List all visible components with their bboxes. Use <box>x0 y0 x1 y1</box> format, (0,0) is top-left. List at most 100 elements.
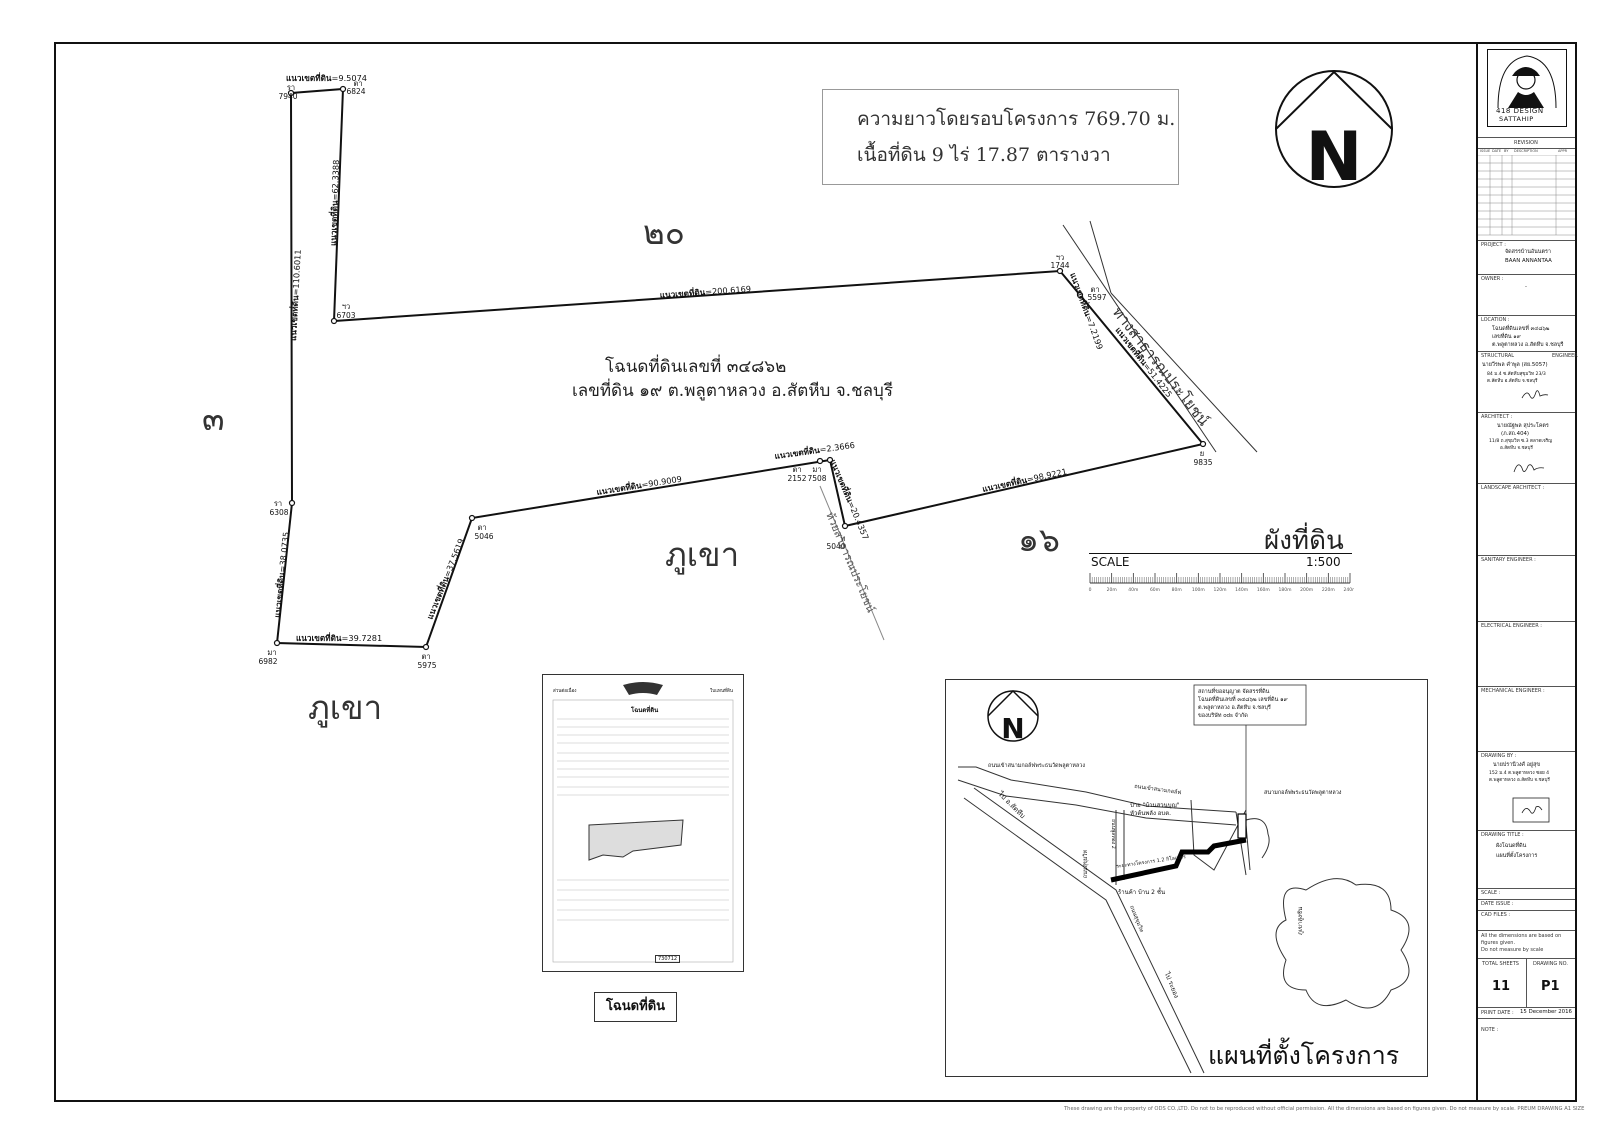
print-date-label: PRINT DATE : <box>1481 1010 1514 1016</box>
scale-field-label: SCALE : <box>1481 890 1501 896</box>
marker-num: 6982 <box>258 657 277 666</box>
revision-col: APPR <box>1558 149 1568 153</box>
note-label: NOTE : <box>1481 1027 1499 1033</box>
scale-tick-label: 240m <box>1344 587 1354 593</box>
neighbor-south-lower: ภูเขา <box>308 688 383 727</box>
golf-edge <box>1245 818 1270 859</box>
scale-tick-label: 40m <box>1128 587 1138 593</box>
perimeter-text: ความยาวโดยรอบโครงการ 769.70 ม. <box>857 108 1176 130</box>
marker-code: มา <box>267 648 276 657</box>
neighbor-north: ๒๐ <box>643 213 685 252</box>
site-plan: รา 7940 ตา 6824 ฯว 6703 ฯว 1744 ตา 5597 … <box>258 70 1393 670</box>
drawing-by-line: นายปรานีวงศ์ อยู่สุข <box>1493 762 1541 768</box>
drawing-no-value: P1 <box>1541 979 1560 994</box>
sign-label: ป้าย "บ้านสวนบุญ" หัวต้นพลัง อบต. <box>1130 802 1180 817</box>
marker-point <box>468 514 476 522</box>
scale-ratio: 1:500 <box>1306 555 1341 569</box>
marker-code: ตา <box>353 79 362 88</box>
structural-label: STRUCTURAL <box>1481 353 1515 359</box>
marker-num: 5046 <box>474 532 493 541</box>
segment-label: แนวเขตที่ดิน=98.9221 <box>981 465 1068 494</box>
drawing-frame <box>54 42 1577 1102</box>
road-label-top: ถนนเข้าสนามกอล์ฟพระธนวัดพลูตาหลวง <box>988 763 1086 769</box>
project-name-en: BAAN ANNANTAA <box>1505 258 1552 264</box>
total-sheets-value: 11 <box>1492 979 1511 994</box>
title-block <box>1476 42 1577 1102</box>
marker-num: 6824 <box>346 87 365 96</box>
scale-tick-label: 180m <box>1279 587 1292 593</box>
scale-tick-label: 80m <box>1172 587 1182 593</box>
marker-num: 5040 <box>826 542 845 551</box>
marker-point <box>1056 267 1064 275</box>
engineer-label: ENGINEER <box>1552 353 1578 359</box>
architect-line: อ.สัตหีบ จ.ชลบุรี <box>1500 446 1533 451</box>
logo-line-1: 418 DESIGN <box>1496 107 1544 115</box>
marker-point <box>287 89 295 97</box>
mountain-label: ภูเขาสูงชัน <box>1297 906 1305 936</box>
deed-location-text: เลขที่ดิน ๑๙ ต.พลูตาหลวง อ.สัตหีบ จ.ชลบุ… <box>572 381 893 401</box>
marker-num: 6308 <box>269 508 288 517</box>
project-label: PROJECT : <box>1481 242 1506 248</box>
mechanical-label: MECHANICAL ENGINEER : <box>1481 688 1545 694</box>
marker-code: ฯว <box>1056 253 1064 262</box>
scale-tick-label: 0 <box>1089 587 1092 593</box>
drawing-title-line: ผังโฉนดที่ดิน <box>1496 843 1527 849</box>
deed-parcel-sketch <box>588 819 684 861</box>
corner-markers <box>273 85 1207 651</box>
marker-num: 9835 <box>1193 458 1212 467</box>
road-top <box>958 766 1237 813</box>
revision-col: DATE <box>1492 149 1502 153</box>
marker-code: ฯว <box>342 302 350 311</box>
road-edge-right <box>1110 292 1258 453</box>
deed-image-title: โฉนดที่ดิน <box>631 707 659 714</box>
marker-num: 6703 <box>336 311 355 320</box>
road-top-inner <box>957 779 1237 826</box>
revision-columns: ISSUE DATE BY DESCRIPTION APPR <box>1480 149 1574 153</box>
sukhumvit-road-right <box>973 787 1205 1074</box>
segment-label: แนวเขตที่ดิน=39.7281 <box>296 632 382 643</box>
segment-label: แนวเขตที่ดิน=9.5074 <box>286 72 367 83</box>
segment-label: แนวเขตที่ดิน=2.3666 <box>774 439 856 461</box>
marker-labels: รา 7940 ตา 6824 ฯว 6703 ฯว 1744 ตา 5597 … <box>258 79 1212 670</box>
structural-line: 84 ม.4 ซ.สัตหีบสุขุมวิท 23/3 <box>1487 372 1546 377</box>
marker-point <box>422 643 430 651</box>
segment-label: แนวเขตที่ดิน=110.6011 <box>287 249 303 341</box>
area-text: เนื้อที่ดิน 9 ไร่ 17.87 ตารางวา <box>857 144 1111 166</box>
road-edge-left <box>1062 224 1217 453</box>
location-line: เลขที่ดิน ๑๙ <box>1492 334 1521 340</box>
drawing-by-line: 152 ม.4 ต.พลูตาหลวง ซอย 4 <box>1489 771 1550 776</box>
marker-point <box>816 457 824 465</box>
marker-code: ย <box>1200 449 1204 458</box>
sukhumvit-label: ถนนสุขุมวิท <box>1083 849 1090 879</box>
marker-num: 7940 <box>278 92 297 101</box>
revision-label: REVISION <box>1514 140 1538 146</box>
svg-text:N: N <box>1001 712 1024 745</box>
logo-line-2: SATTAHIP <box>1499 115 1534 123</box>
structural-line: ต.สัตหีบ อ.สัตหีบ จ.ชลบุรี <box>1487 379 1538 384</box>
architect-line: 11/8 ถ.สุขุมวิท ซ.3 ตลาดเจริญ <box>1489 439 1553 444</box>
segment-label: แนวเขตที่ดิน=38.0735 <box>271 531 291 618</box>
segment-label: แนวเขตที่ดิน=7.2199 <box>1068 271 1106 351</box>
segment-label: แนวเขตที่ดิน=200.6169 <box>659 283 751 300</box>
deed-number-text: โฉนดที่ดินเลขที่ ๓๔๘๖๒ <box>605 357 787 377</box>
marker-code: ตา <box>477 523 486 532</box>
marker-code: รา <box>274 499 282 508</box>
owner-label: OWNER : <box>1481 276 1504 282</box>
location-map: N สถานที่ขออนุญาต จัดสรรที่ดิน โฉนดที่ดิ… <box>945 679 1428 1077</box>
north-arrow-small-icon: N <box>987 689 1039 745</box>
marker-point <box>288 499 296 507</box>
marker-point <box>1199 440 1207 448</box>
note-line: All the dimensions are based on <box>1481 933 1562 939</box>
deed-header-right: ใบแทนที่ดิน <box>710 689 733 694</box>
deed-header-left: ส่วนต่อเนื่อง <box>553 689 577 694</box>
structural-signature-icon <box>1521 390 1549 399</box>
marker-point <box>339 85 347 93</box>
marker-point <box>1076 291 1084 299</box>
print-date-value: 15 December 2016 <box>1520 1009 1572 1015</box>
segment-label: แนวเขตที่ดิน=37.5619 <box>424 537 466 621</box>
deed-stamp: 730712 <box>655 955 681 963</box>
marker-point <box>826 456 834 464</box>
shop-label: ร้านค้า บ้าน 2 ชั้น <box>1118 889 1166 896</box>
stream-line <box>819 485 885 641</box>
